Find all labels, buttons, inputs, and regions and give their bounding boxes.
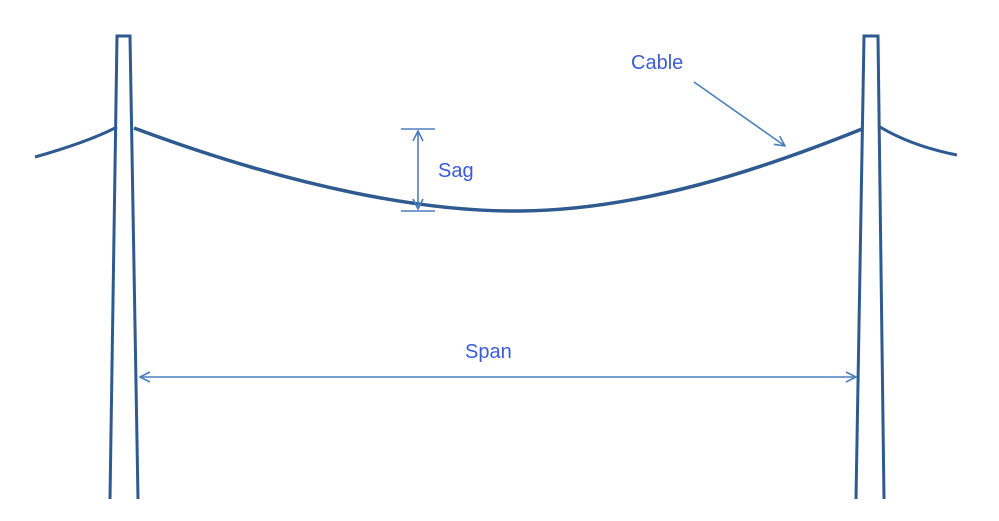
- span-label: Span: [465, 341, 512, 363]
- cable-label: Cable: [631, 52, 683, 74]
- right-pole: [854, 34, 886, 500]
- cable-left-outer: [34, 125, 118, 159]
- cable-right-outer: [879, 125, 958, 157]
- sag-label: Sag: [438, 160, 474, 182]
- cable-main: [133, 126, 863, 213]
- cable-pointer-arrow: [693, 81, 785, 146]
- left-pole: [108, 34, 140, 500]
